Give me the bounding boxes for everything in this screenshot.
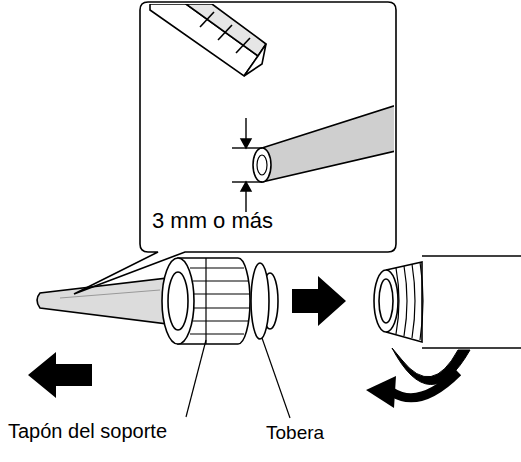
nozzle-flange [251, 263, 278, 339]
part-label: Tapón del soporte [8, 420, 167, 443]
callout-outline [74, 2, 396, 294]
cartridge [374, 256, 521, 348]
dimension-text: 3 mm o más [152, 208, 273, 233]
leader-line [186, 338, 290, 418]
part-label: Tobera [266, 422, 324, 444]
pull-arrow [28, 352, 92, 398]
nozzle-tip [253, 104, 394, 182]
holder-cap [162, 258, 250, 344]
cutter-knife [150, 4, 266, 76]
dimension-mark [232, 118, 262, 212]
rotation-arrow [366, 348, 470, 408]
callout-bubble: 3 mm o más [140, 2, 396, 252]
nozzle-cone [37, 278, 168, 324]
push-arrow [292, 276, 346, 326]
